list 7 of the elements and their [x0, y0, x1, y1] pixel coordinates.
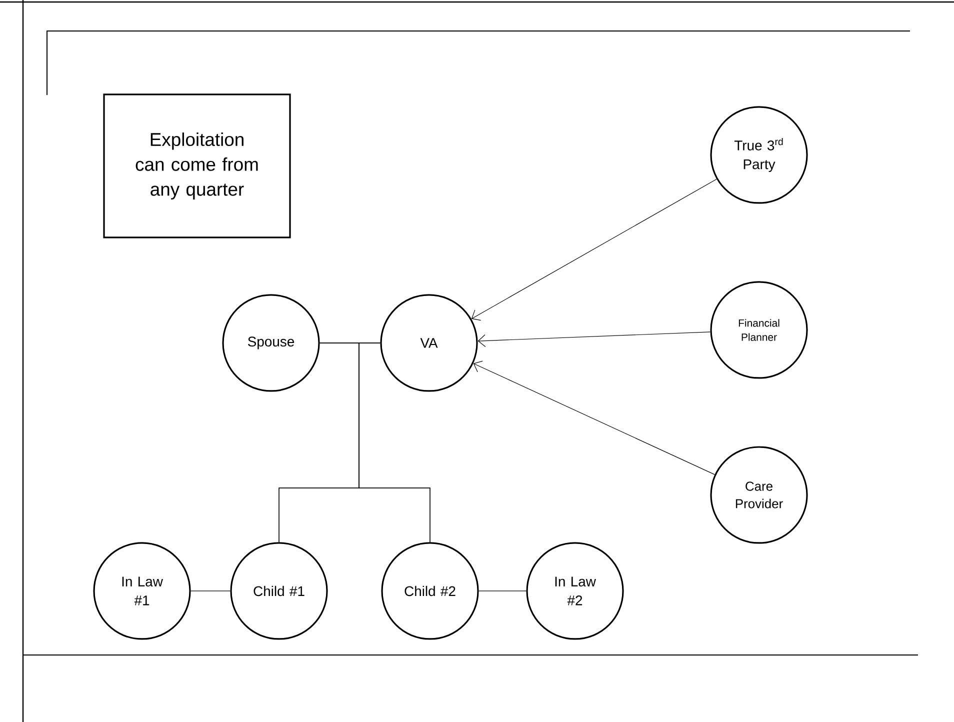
- connector-line: [478, 590, 527, 592]
- arrow: [478, 332, 711, 348]
- arrow: [473, 360, 715, 475]
- connector-line: [358, 342, 430, 542]
- connector-line: [190, 590, 231, 592]
- text-box: Exploitation can come from any quarter: [103, 94, 291, 238]
- arrow: [471, 178, 717, 321]
